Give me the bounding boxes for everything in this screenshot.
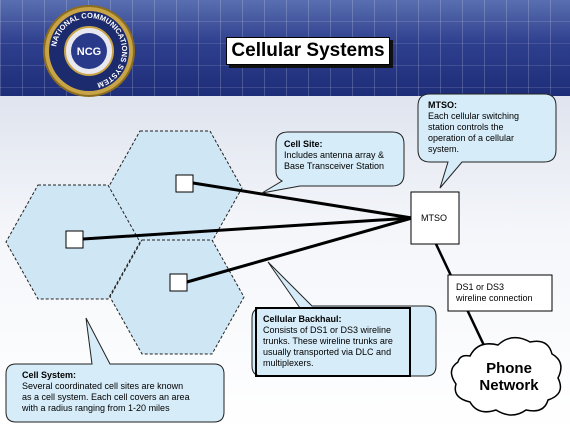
ds-connection-box xyxy=(447,274,553,312)
ds-connection-line: wireline connection xyxy=(456,293,533,303)
callout-backhaul-line: usually transported via DLC and xyxy=(263,347,392,357)
callout-cell-system: Cell System: Several coordinated cell si… xyxy=(22,370,222,414)
callout-cell-system-line: Several coordinated cell sites are known xyxy=(22,381,184,391)
callout-cell-system-heading: Cell System: xyxy=(22,370,77,380)
backhaul-line-top xyxy=(192,181,413,220)
callout-cell-site-heading: Cell Site: xyxy=(284,139,323,149)
callout-backhaul: Cellular Backhaul: Consists of DS1 or DS… xyxy=(263,314,409,369)
callout-cell-site: Cell Site: Includes antenna array & Base… xyxy=(284,139,402,172)
callout-backhaul-line: trunks. These wireline trunks are xyxy=(263,336,393,346)
phone-network-cloud xyxy=(450,336,562,416)
callout-backhaul-heading: Cellular Backhaul: xyxy=(263,314,342,324)
callout-mtso-shape xyxy=(417,93,557,189)
title-box: Cellular Systems xyxy=(226,37,390,65)
callout-backhaul-line: Consists of DS1 or DS3 wireline xyxy=(263,325,392,335)
cell-site-box-top xyxy=(175,174,194,193)
callout-mtso-line: operation of a cellular xyxy=(428,133,515,143)
callout-mtso-line: system. xyxy=(428,144,460,154)
callout-backhaul-line: multiplexers. xyxy=(263,358,314,368)
callout-mtso-line: station controls the xyxy=(428,122,504,132)
backhaul-line-bottom xyxy=(186,216,413,284)
mtso-box xyxy=(410,191,460,245)
callout-cell-system-shape xyxy=(5,317,225,423)
mtso-box-label: MTSO xyxy=(421,213,447,223)
ds-connection-label: DS1 or DS3 wireline connection xyxy=(456,282,550,304)
callout-backhaul-frame xyxy=(255,307,411,377)
callout-mtso-heading: MTSO: xyxy=(428,100,457,110)
callout-cell-system-line: with a radius ranging from 1-20 miles xyxy=(22,403,170,413)
phone-network-label: Phone Network xyxy=(464,360,554,394)
phone-network-line: Phone xyxy=(486,360,532,377)
logo-center-text: NCG xyxy=(77,46,101,58)
callout-mtso: MTSO: Each cellular switching station co… xyxy=(428,100,552,155)
ncs-logo: NATIONAL COMMUNICATIONS SYSTEM NCG xyxy=(43,5,135,97)
callout-cell-system-line: as a cell system. Each cell covers an ar… xyxy=(22,392,190,402)
callout-cell-site-line: Base Transceiver Station xyxy=(284,161,385,171)
cell-hexagon-bottom xyxy=(109,239,245,355)
callout-cell-site-shape xyxy=(261,131,405,194)
cell-site-box-left xyxy=(65,230,84,249)
phone-network-line: Network xyxy=(479,377,539,394)
ds-connection-line: DS1 or DS3 xyxy=(456,282,505,292)
callout-cell-site-line: Includes antenna array & xyxy=(284,150,385,160)
callout-backhaul-shape xyxy=(251,261,437,377)
callout-mtso-line: Each cellular switching xyxy=(428,111,520,121)
cell-site-box-bottom xyxy=(169,273,188,292)
backhaul-line-left xyxy=(82,216,413,241)
page-title: Cellular Systems xyxy=(231,40,385,61)
